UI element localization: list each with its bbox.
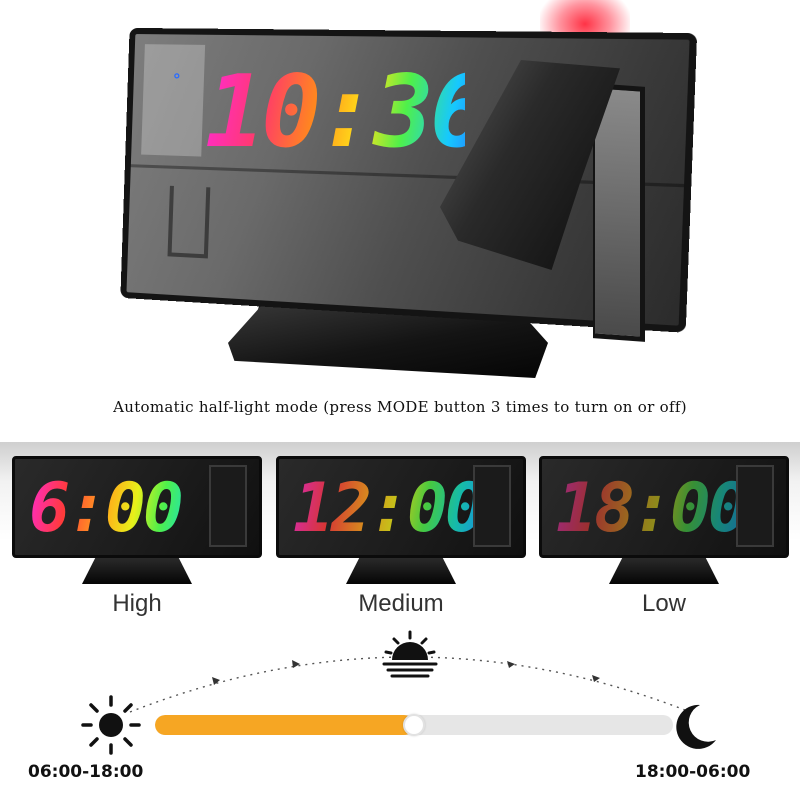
reflection-chair [167, 185, 211, 259]
night-time-range: 18:00-06:00 [635, 762, 751, 782]
clock-time: 12:00 [293, 463, 486, 555]
projector-icon [209, 465, 247, 547]
brightness-label: Medium [358, 590, 444, 617]
brightness-panel-high: 6:00 High [12, 456, 262, 618]
hero-time-digits: 10:36 10:36 [205, 62, 465, 282]
day-time-range: 06:00-18:00 [28, 762, 144, 782]
daytime-fill [155, 715, 414, 735]
brightness-panel-medium: 12:00 Medium [276, 456, 526, 618]
brightness-label: Low [641, 590, 687, 617]
hero-clock-image: ° 10:36 10:36 [0, 0, 800, 390]
temperature-glyph: ° [172, 70, 182, 89]
hero-time-reflection: 10:36 [205, 146, 487, 263]
clock-foot [346, 558, 456, 584]
clock-foot [609, 558, 719, 584]
projector-icon [473, 465, 511, 547]
moon-icon [676, 704, 716, 749]
clock-screen: 12:00 [276, 456, 526, 558]
clock-foot [82, 558, 192, 584]
reflection-window [141, 44, 206, 157]
clock-time: 18:00 [556, 463, 749, 555]
sunset-icon [382, 630, 438, 678]
clock-time: 6:00 [29, 463, 209, 555]
sun-icon [81, 695, 141, 755]
half-light-caption: Automatic half-light mode (press MODE bu… [113, 398, 687, 416]
projector-icon [736, 465, 774, 547]
clock-screen: 6:00 [12, 456, 262, 558]
temperature-indicator: ° [172, 72, 182, 88]
clock-screen: 18:00 [539, 456, 789, 558]
brightness-panel-low: 18:00 Low [539, 456, 789, 618]
brightness-label: High [112, 590, 162, 617]
schedule-slider-knob[interactable] [403, 714, 425, 736]
